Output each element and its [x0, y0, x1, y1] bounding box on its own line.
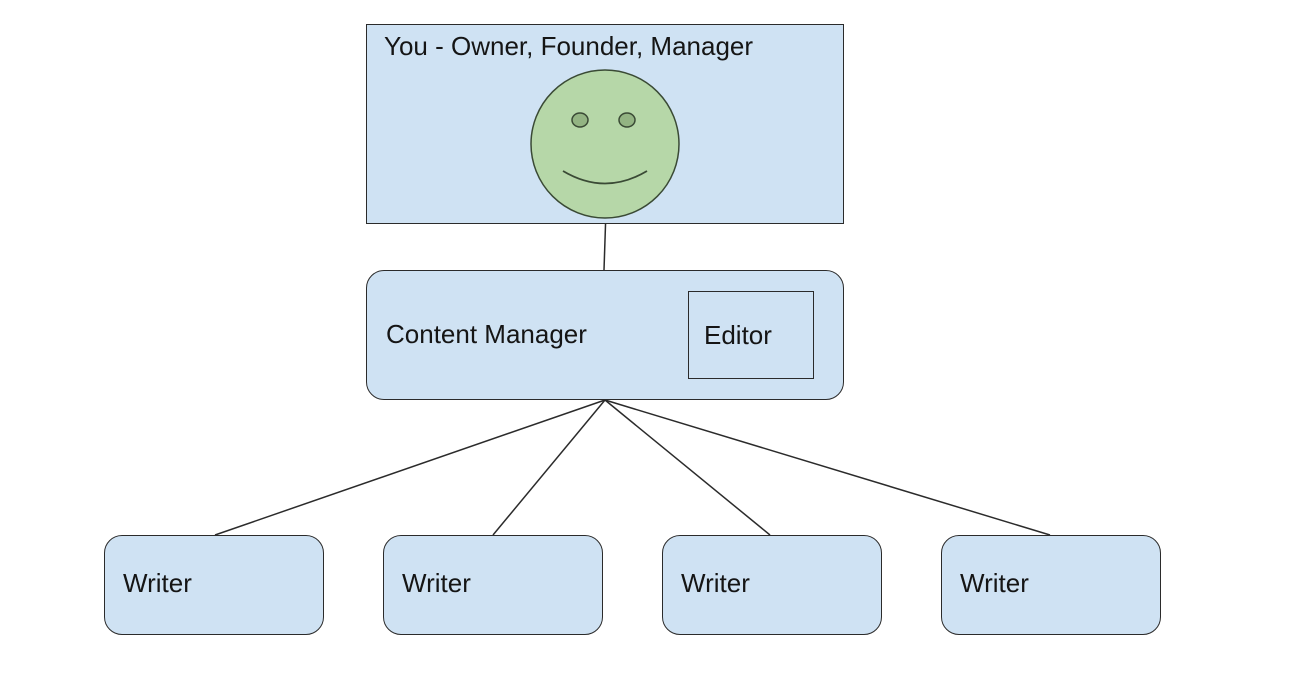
content-manager-node: Content Manager Editor	[366, 270, 844, 400]
writer-label: Writer	[123, 568, 192, 598]
left-eye-icon	[571, 112, 589, 128]
connector-to-writer-3	[604, 399, 771, 536]
writer-node: Writer	[662, 535, 882, 635]
editor-label: Editor	[704, 320, 772, 350]
content-manager-label: Content Manager	[386, 319, 587, 349]
smiley-face-icon	[530, 69, 680, 219]
owner-node: You - Owner, Founder, Manager	[366, 24, 844, 224]
writer-label: Writer	[681, 568, 750, 598]
owner-label: You - Owner, Founder, Manager	[384, 31, 754, 61]
connector-to-writer-2	[492, 399, 606, 536]
writer-label: Writer	[402, 568, 471, 598]
writer-node: Writer	[104, 535, 324, 635]
writer-node: Writer	[383, 535, 603, 635]
face-circle	[530, 69, 680, 219]
connector-to-writer-4	[604, 399, 1051, 536]
connector-to-writer-1	[214, 399, 606, 536]
writer-node: Writer	[941, 535, 1161, 635]
writer-label: Writer	[960, 568, 1029, 598]
right-eye-icon	[618, 112, 636, 128]
editor-node: Editor	[688, 291, 814, 379]
smile-mouth	[562, 170, 648, 185]
